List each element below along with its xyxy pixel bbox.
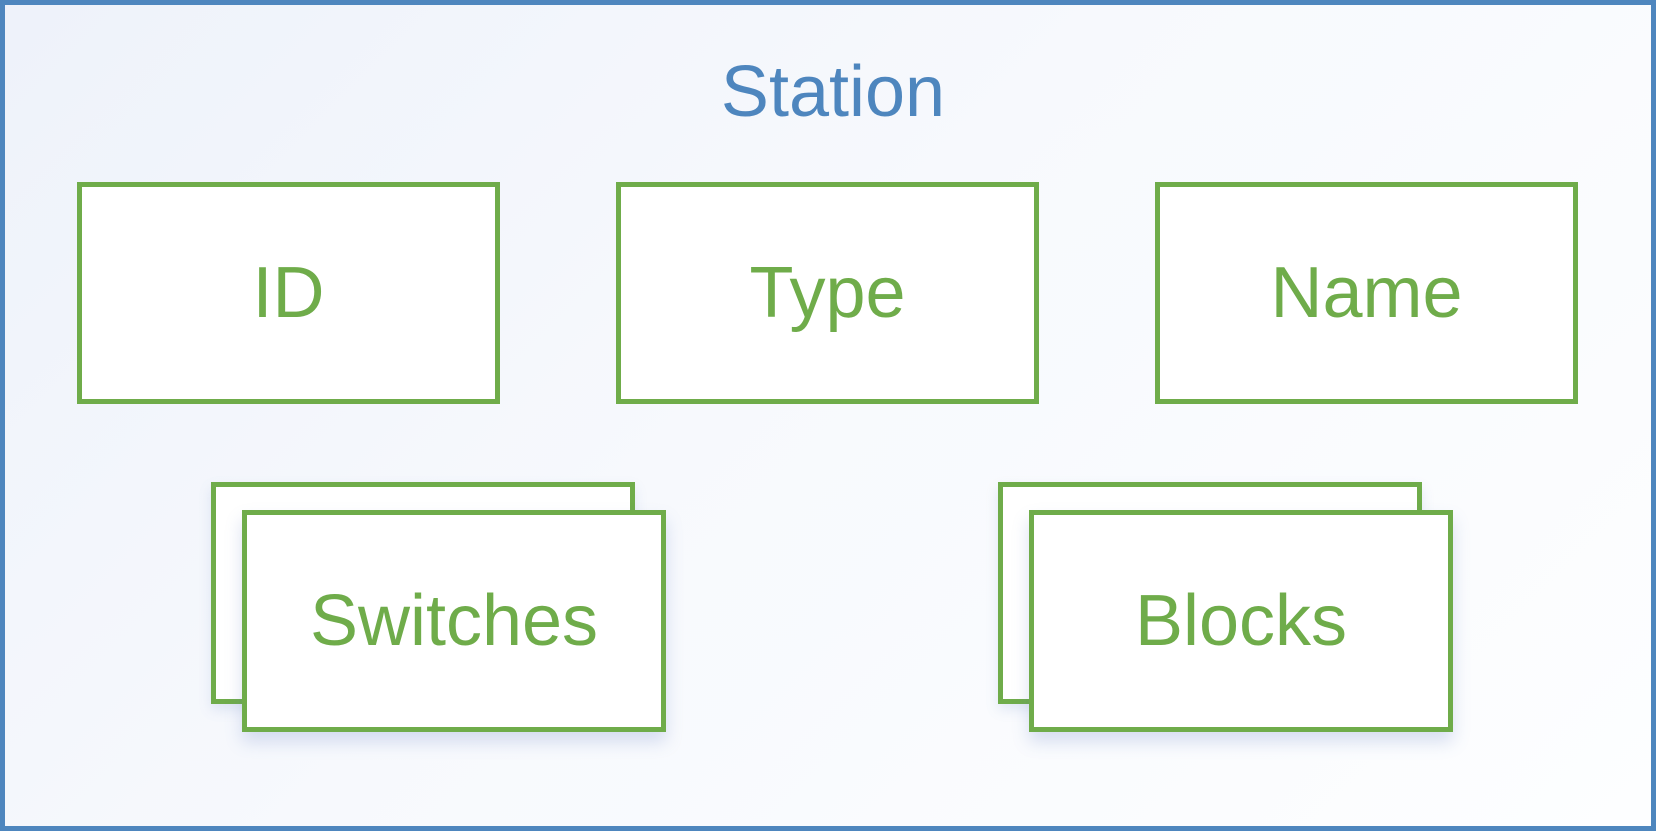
blocks-box: Blocks [1029, 510, 1453, 732]
field-type-label: Type [749, 253, 906, 333]
field-type-box: Type [616, 182, 1039, 404]
switches-label: Switches [309, 581, 599, 661]
field-name-box: Name [1155, 182, 1578, 404]
switches-box: Switches [242, 510, 666, 732]
blocks-collection: Blocks [998, 482, 1453, 732]
blocks-label: Blocks [1134, 581, 1348, 661]
station-title: Station [720, 52, 946, 132]
field-name-label: Name [1270, 253, 1463, 333]
field-id-label: ID [252, 253, 325, 333]
field-id-box: ID [77, 182, 500, 404]
switches-collection: Switches [211, 482, 666, 732]
